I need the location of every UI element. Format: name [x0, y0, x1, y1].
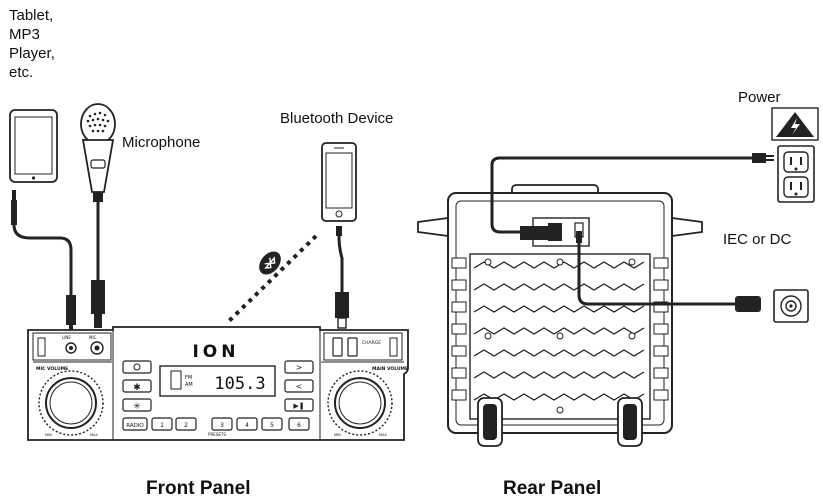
mic-knob-max-label: MAX [90, 433, 98, 437]
preset-button-5[interactable]: 5 [270, 422, 274, 429]
power-warning-icon [771, 107, 819, 141]
preset-button-1[interactable]: 1 [160, 422, 164, 429]
rear-panel-title: Rear Panel [503, 478, 602, 499]
radio-button[interactable]: RADIO [126, 423, 144, 429]
power-label: Power [738, 89, 781, 106]
bluetooth-device-label: Bluetooth Device [280, 110, 394, 127]
outlet-icon [777, 145, 815, 203]
iec-or-dc-label: IEC or DC [723, 231, 792, 248]
radio-frequency-display: 105.3 [214, 374, 265, 394]
band-fm-label: FM [185, 375, 192, 381]
svg-text:✱: ✱ [133, 383, 141, 393]
dc-cable [576, 231, 761, 312]
mic-knob-min-label: MIN [45, 433, 52, 437]
band-am-label: AM [185, 382, 193, 388]
front-panel: ✱ ✳ > < ▶❚ [27, 326, 409, 441]
svg-text:✳: ✳ [133, 402, 141, 412]
microphone-label: Microphone [122, 134, 201, 151]
usb-charge-cable [335, 226, 349, 329]
phone-icon [321, 142, 357, 222]
line-jack-label: LINE [62, 335, 71, 340]
preset-button-2[interactable]: 2 [184, 422, 188, 429]
main-knob-max-label: MAX [379, 433, 387, 437]
front-panel-title: Front Panel [146, 478, 251, 499]
svg-text:▶❚: ▶❚ [293, 402, 304, 410]
brand-logo: ION [192, 342, 239, 362]
rear-panel [417, 184, 703, 447]
preset-button-3[interactable]: 3 [220, 422, 224, 429]
preset-button-6[interactable]: 6 [297, 422, 301, 429]
mic-volume-label: MIC VOLUME [36, 366, 68, 372]
iec-plug-icon [773, 289, 809, 323]
svg-text:>: > [296, 363, 303, 372]
tablet-cable [11, 190, 76, 335]
tablet-icon [9, 109, 58, 183]
power-cable [490, 153, 774, 240]
charge-label: CHARGE [362, 340, 381, 346]
tablet-label: Tablet, MP3 Player, etc. [9, 7, 55, 81]
presets-label: PRESETS [208, 432, 226, 437]
bluetooth-link [226, 234, 318, 324]
bluetooth-icon [259, 251, 281, 275]
microphone-icon [80, 103, 116, 328]
mic-jack-label: MIC [89, 335, 97, 340]
main-volume-label: MAIN VOLUME [372, 366, 408, 372]
preset-button-4[interactable]: 4 [245, 422, 249, 429]
svg-text:<: < [296, 382, 303, 391]
main-knob-min-label: MIN [334, 433, 341, 437]
